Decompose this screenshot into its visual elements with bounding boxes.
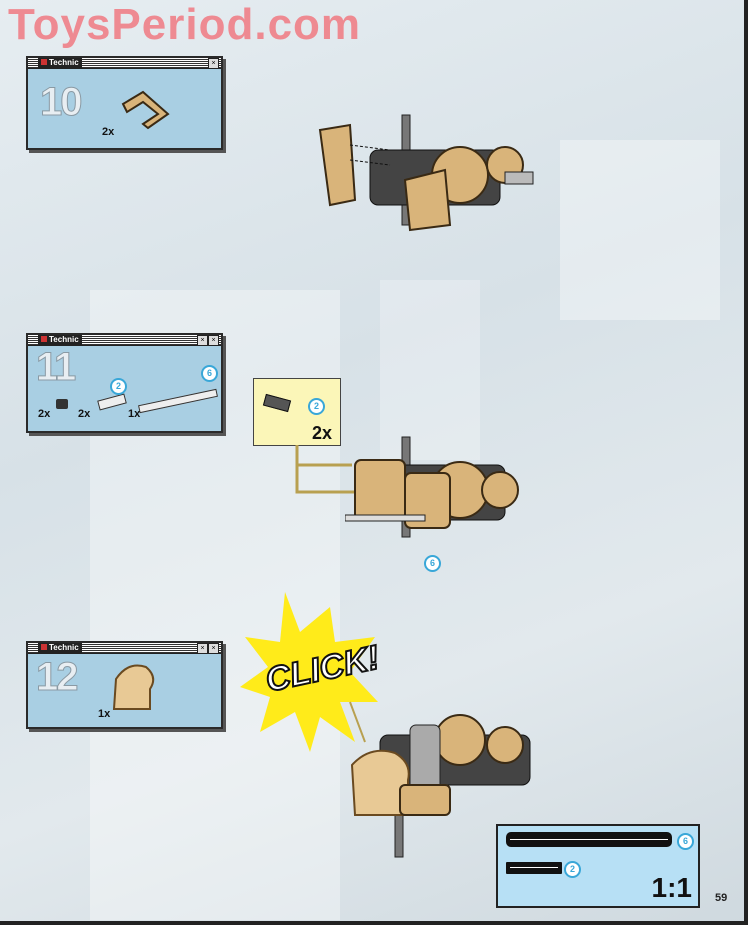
close-icon: × (208, 643, 219, 654)
watermark: ToysPeriod.com (8, 0, 362, 49)
scale-reference-box: 6 2 1:1 (496, 824, 700, 908)
length-badge: 6 (677, 833, 694, 850)
window-title: Technic (38, 643, 82, 653)
click-burst-icon (240, 592, 378, 752)
page-border (744, 0, 748, 925)
background-panel (560, 140, 720, 320)
liftarm-bent-icon (121, 90, 170, 130)
window-titlebar: Technic × (28, 58, 221, 69)
part-quantity: 2x (312, 423, 333, 443)
bush-part-icon (56, 399, 68, 409)
step-number: 11 (35, 345, 76, 390)
length-badge: 2 (564, 861, 581, 878)
scale-ratio: 1:1 (651, 872, 692, 903)
part-quantity: 2x (38, 408, 51, 420)
window-titlebar: Technic × × (28, 643, 221, 654)
page-border (0, 921, 748, 925)
minimize-icon: × (197, 335, 208, 346)
part-quantity: 2x (78, 408, 91, 420)
part-quantity: 2x (102, 126, 115, 138)
callout-box: 2 2x (253, 378, 341, 446)
axle-pin-part-icon (97, 393, 127, 411)
assembly-step-11 (345, 436, 519, 538)
callout-arrows (295, 445, 356, 494)
axle-2-silhouette (506, 862, 562, 874)
part-quantity: 1x (98, 708, 111, 720)
minimize-icon: × (197, 643, 208, 654)
step-11-panel: Technic × × 11 2x 2 2x 6 1x (26, 333, 223, 433)
gearbox-part-icon (112, 664, 155, 710)
close-icon: × (208, 335, 219, 346)
window-title: Technic (38, 335, 82, 345)
close-icon: × (208, 58, 219, 69)
page-number: 59 (715, 892, 728, 904)
length-badge: 2 (308, 398, 325, 415)
assembly-step-12 (350, 714, 531, 858)
length-badge: 6 (201, 365, 218, 382)
window-titlebar: Technic × × (28, 335, 221, 346)
length-badge: 6 (424, 555, 441, 572)
axle-part-icon (138, 388, 218, 414)
background-panel (380, 280, 480, 460)
length-badge: 2 (110, 378, 127, 395)
assembly-step-10 (318, 114, 534, 232)
step-number: 12 (36, 655, 79, 700)
step-number: 10 (40, 80, 83, 125)
axle-6-silhouette (506, 832, 672, 847)
step-10-panel: Technic × 10 2x (26, 56, 223, 150)
window-title: Technic (38, 58, 82, 68)
part-quantity: 1x (128, 408, 141, 420)
axle-pin-part-icon (262, 393, 292, 413)
step-12-panel: Technic × × 12 1x (26, 641, 223, 729)
